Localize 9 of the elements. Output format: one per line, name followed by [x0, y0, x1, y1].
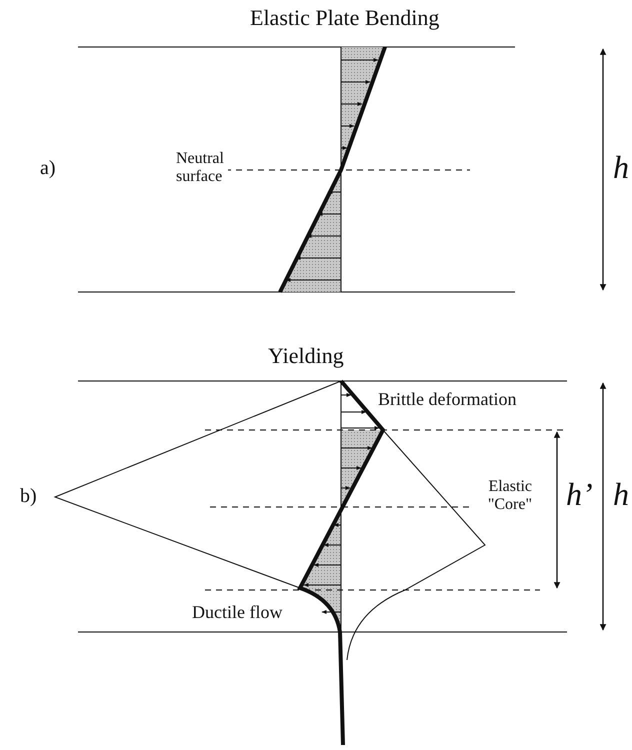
thickness-symbol: h — [613, 150, 629, 185]
thickness-symbol: h’ — [566, 477, 593, 512]
panel-label: b) — [20, 485, 37, 507]
region-label: Ductile flow — [192, 602, 282, 622]
panel-label: a) — [40, 157, 56, 179]
thickness-symbol: h — [613, 477, 629, 512]
region-label: Brittle deformation — [378, 389, 516, 409]
panel-title: Elastic Plate Bending — [250, 6, 440, 30]
panel-title: Yielding — [268, 344, 344, 368]
